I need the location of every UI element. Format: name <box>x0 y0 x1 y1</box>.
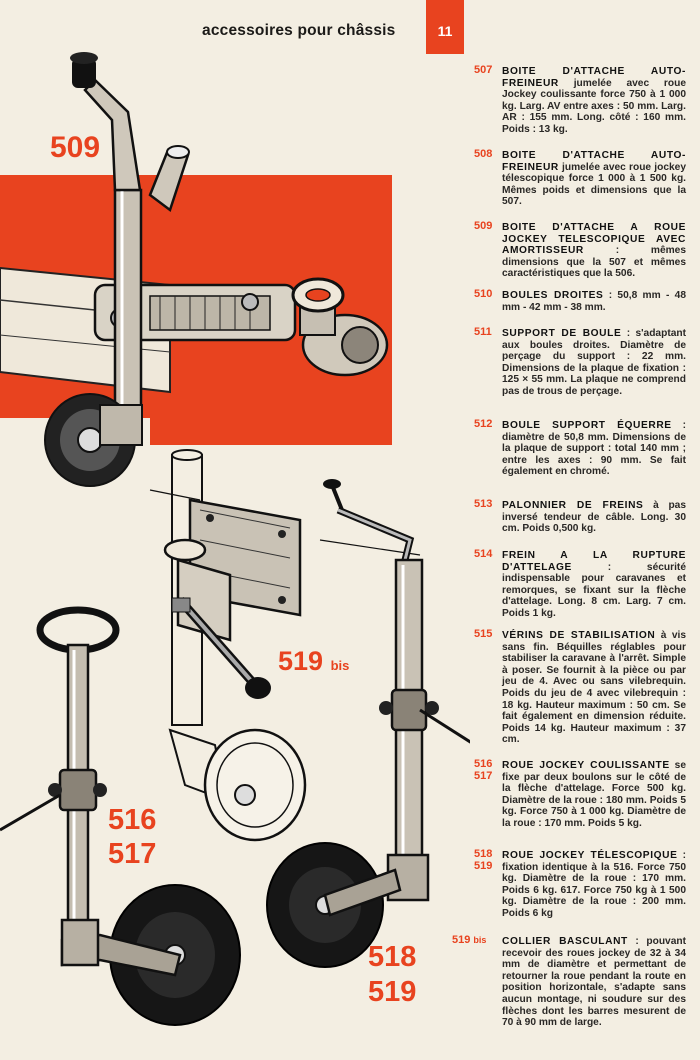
entry-description: se fixe par deux boulons sur le côté de … <box>502 760 686 829</box>
entry-title: ROUE JOCKEY COULISSANTE <box>502 760 670 771</box>
page-number-tab: 11 <box>426 0 464 54</box>
entry-508: 508 BOITE D'ATTACHE AUTO-FREINEUR jumelé… <box>474 148 686 208</box>
entry-number: 510 <box>474 288 493 300</box>
entry-512: 512 BOULE SUPPORT ÉQUERRE : diamètre de … <box>474 418 686 478</box>
entry-description: : sécurité indispensable pour caravanes … <box>502 561 686 619</box>
sliding-jockey-wheel-516-517 <box>0 606 241 1026</box>
coupling-head-509 <box>93 277 389 377</box>
entry-description: : fixation identique à la 516. Force 750… <box>502 850 686 919</box>
entry-number: 508 <box>474 148 493 160</box>
entry-513: 513 PALONNIER DE FREINS à pas inversé te… <box>474 498 686 535</box>
entry-description: à vis sans fin. Béquilles réglables pour… <box>502 630 686 746</box>
entry-number-suffix: bis <box>473 935 487 945</box>
entry-510: 510 BOULES DROITES : 50,8 mm - 48 mm - 4… <box>474 288 686 313</box>
entry-514: 514 FREIN A LA RUPTURE D'ATTELAGE : sécu… <box>474 548 686 620</box>
entry-title: ROUE JOCKEY TÉLESCOPIQUE <box>502 850 678 861</box>
entry-description: : s'adaptant aux boules droites. Diamètr… <box>502 328 686 397</box>
entry-title: BOITE D'ATTACHE A ROUE JOCKEY TELESCOPIQ… <box>502 222 686 257</box>
figure-label-bis-suffix: bis <box>330 658 350 673</box>
entry-515: 515 VÉRINS DE STABILISATION à vis sans f… <box>474 628 686 746</box>
figure-label-517: 517 <box>108 838 157 870</box>
telescopic-jockey-wheel-518-519 <box>266 479 470 968</box>
entry-number: 518 519 <box>474 848 493 872</box>
entry-title: BOULES DROITES <box>502 290 604 301</box>
entry-507: 507 BOITE D'ATTACHE AUTO-FREINEUR jumelé… <box>474 64 686 136</box>
figure-label-509: 509 <box>50 131 101 164</box>
entry-description: jumelée avec roue Jockey coulissante for… <box>502 77 686 135</box>
figure-label-519: 519 <box>368 976 417 1008</box>
tilting-collar-519bis <box>149 449 421 842</box>
entry-number: 509 <box>474 220 493 232</box>
entry-title: SUPPORT DE BOULE <box>502 328 622 339</box>
entry-description: : 50,8 mm - 48 mm - 42 mm - 38 mm. <box>502 290 686 313</box>
entry-title: VÉRINS DE STABILISATION <box>502 630 656 641</box>
figure-label-516: 516 <box>108 804 157 836</box>
entry-description: : pouvant recevoir des roues jockey de 3… <box>502 936 686 1029</box>
figure-label-519bis-number: 519 <box>278 646 324 676</box>
entry-number: 513 <box>474 498 493 510</box>
product-illustrations <box>0 52 470 1026</box>
entry-title: BOITE D'ATTACHE AUTO-FREINEUR <box>502 150 686 173</box>
entry-number: 516 517 <box>474 758 493 782</box>
entry-title: FREIN A LA RUPTURE D'ATTELAGE <box>502 550 686 573</box>
entry-519-bis: 519 bis COLLIER BASCULANT : pouvant rece… <box>452 934 686 1029</box>
entry-title: COLLIER BASCULANT <box>502 936 628 947</box>
entry-description: : diamètre de 50,8 mm. Dimensions de la … <box>502 420 686 478</box>
entry-description: : mêmes dimensions que la 507 et mêmes c… <box>502 245 686 280</box>
entry-511: 511 SUPPORT DE BOULE : s'adaptant aux bo… <box>474 326 686 398</box>
entry-number-519bis: 519 bis <box>452 934 502 947</box>
jockey-wheel-509 <box>44 393 143 487</box>
entry-number: 512 <box>474 418 493 430</box>
entry-number: 515 <box>474 628 493 640</box>
figure-label-518: 518 <box>368 941 417 973</box>
jockey-tube-509 <box>70 52 190 422</box>
entry-description: à pas inversé tendeur de câble. Long. 30… <box>502 500 686 535</box>
entry-number: 519 <box>452 934 471 946</box>
section-title: accessoires pour châssis <box>202 22 396 39</box>
entry-description: jumelée avec roue jockey télescopique fo… <box>502 161 686 208</box>
entry-title: BOULE SUPPORT ÉQUERRE <box>502 420 672 431</box>
entry-number: 507 <box>474 64 493 76</box>
entry-number: 511 <box>474 326 492 338</box>
entry-number: 514 <box>474 548 493 560</box>
entry-title: BOITE D'ATTACHE AUTO-FREINEUR <box>502 66 686 89</box>
entry-title: PALONNIER DE FREINS <box>502 500 644 511</box>
entry-516-517: 516 517 ROUE JOCKEY COULISSANTE se fixe … <box>474 758 686 830</box>
entry-509: 509 BOITE D'ATTACHE A ROUE JOCKEY TELESC… <box>474 220 686 280</box>
entry-518-519: 518 519 ROUE JOCKEY TÉLESCOPIQUE : fixat… <box>474 848 686 920</box>
figure-label-519bis: 519 bis <box>278 648 349 675</box>
